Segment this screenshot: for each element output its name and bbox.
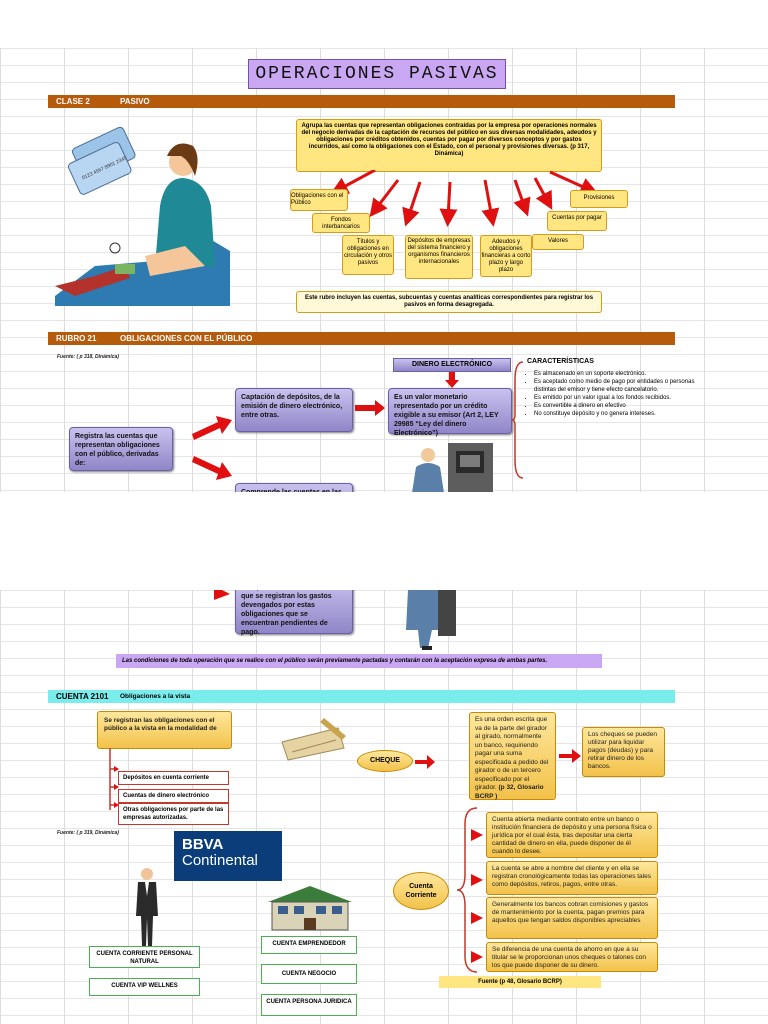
cheque-def-box: Es una orden escrita que va de la parte … xyxy=(469,712,556,800)
captacion-arrow xyxy=(355,400,385,416)
dinero-arrow xyxy=(445,372,459,388)
cuenta-corriente-brace xyxy=(456,807,483,973)
atm-illustration-2 xyxy=(406,590,456,650)
caracteristica-item: Es convertible a dinero en efectivo xyxy=(534,402,696,410)
vista-connector xyxy=(109,748,119,810)
cc-item: Se diferencia de una cuenta de ahorro en… xyxy=(486,942,658,972)
vista-item: Otras obligaciones por parte de las empr… xyxy=(118,803,229,825)
cheque-arrow xyxy=(415,755,435,769)
source-319: Fuente: ( p 319, Dinámica) xyxy=(57,830,119,836)
cashier-illustration: 0123 4567 8901 2345 xyxy=(55,126,230,306)
comprende-box-top: Comprende las cuentas en las que se regi… xyxy=(235,483,353,492)
page-2: Comprende las cuentas en las que se regi… xyxy=(0,590,768,1024)
page-title: OPERACIONES PASIVAS xyxy=(248,59,506,89)
category-fondos: Fondos interbancarios xyxy=(312,213,370,233)
account-negocio: CUENTA NEGOCIO xyxy=(261,964,357,984)
bank-logo-continental: Continental xyxy=(182,852,258,869)
vista-box: Se registran las obligaciones con el púb… xyxy=(97,711,232,749)
building-illustration xyxy=(268,886,352,931)
category-provisiones: Provisiones xyxy=(570,190,628,208)
rubro-name: OBLIGACIONES CON EL PÚBLICO xyxy=(120,334,253,343)
category-arrows xyxy=(330,170,599,227)
comprende-box: Comprende las cuentas en las que se regi… xyxy=(235,590,353,636)
cheque-def: Es una orden escrita que va de la parte … xyxy=(475,716,549,791)
category-obligaciones: Obligaciones con el Público xyxy=(290,189,348,211)
cuenta-corriente-label: Cuenta Corriente xyxy=(393,872,449,910)
atm-illustration xyxy=(412,443,493,492)
cheque-source: (p 32, Glosario BCRP ) xyxy=(475,784,544,800)
dinero-title: DINERO ELECTRÓNICO xyxy=(393,358,511,372)
page-1: OPERACIONES PASIVAS CLASE 2 PASIVO 0123 … xyxy=(0,48,768,492)
cc-source: Fuente (p 48, Glosario BCRP) xyxy=(439,976,601,988)
cuenta-code: CUENTA 2101 xyxy=(56,692,109,701)
category-adeudos: Adeudos y obligaciones financieras a cor… xyxy=(480,235,532,277)
brace-characteristics xyxy=(512,361,524,479)
clase-code: CLASE 2 xyxy=(56,97,90,106)
rubro-note: Este rubro incluyen las cuentas, subcuen… xyxy=(296,291,602,313)
rubro-bar: RUBRO 21 OBLIGACIONES CON EL PÚBLICO xyxy=(48,332,675,345)
cheque-illustration xyxy=(281,718,346,761)
cheque-use: Los cheques se pueden utilizar para liqu… xyxy=(582,727,665,777)
cuenta-bar: CUENTA 2101 Obligaciones a la vista xyxy=(48,690,675,703)
bank-logo-bbva: BBVA xyxy=(182,836,224,853)
category-valores: Valores xyxy=(532,234,584,250)
caracteristica-item: Es emitido por un valor igual a los fond… xyxy=(534,394,696,402)
caracteristica-item: No constituye depósito y no genera inter… xyxy=(534,410,696,418)
cc-item: Cuenta abierta mediante contrato entre u… xyxy=(486,812,658,858)
caracteristica-item: Es almacenado en un soporte electrónico. xyxy=(534,370,696,378)
category-titulos: Títulos y obligaciones en circulación y … xyxy=(342,235,394,275)
category-depositos: Depósitos de empresas del sistema financ… xyxy=(405,235,473,279)
source-318: Fuente: ( p 318, Dinámica) xyxy=(57,354,119,360)
cc-item: La cuenta se abre a nombre del cliente y… xyxy=(486,861,658,895)
captacion-box: Captación de depósitos, de la emisión de… xyxy=(235,388,353,432)
cuenta-name: Obligaciones a la vista xyxy=(120,693,191,700)
registra-arrows xyxy=(192,416,232,480)
vista-item: Cuentas de dinero electrónico xyxy=(118,789,229,803)
caracteristica-item: Es aceptado como medio de pago por entid… xyxy=(534,378,696,394)
cc-item: Generalmente los bancos cobran comisione… xyxy=(486,897,658,939)
cheque-label: CHEQUE xyxy=(357,750,413,772)
condiciones-banner: Las condiciones de toda operación que se… xyxy=(116,654,602,668)
account-emprendedor: CUENTA EMPRENDEDOR xyxy=(261,936,357,954)
comprende-arrow xyxy=(214,590,230,600)
account-personal-natural: CUENTA CORRIENTE PERSONAL NATURAL xyxy=(89,946,200,968)
registra-box: Registra las cuentas que representan obl… xyxy=(69,427,173,471)
account-persona-juridica: CUENTA PERSONA JURIDICA xyxy=(261,994,357,1016)
caracteristicas-title: CARACTERÍSTICAS xyxy=(527,358,594,365)
account-vip-wellnes: CUENTA VIP WELLNES xyxy=(89,978,200,996)
dinero-def: Es un valor monetario representado por u… xyxy=(388,388,512,437)
rubro-code: RUBRO 21 xyxy=(56,334,97,343)
category-cuentas-por-pagar: Cuentas por pagar xyxy=(547,211,607,231)
vista-item: Depósitos en cuenta corriente xyxy=(118,771,229,785)
clase-bar: CLASE 2 PASIVO xyxy=(48,95,675,108)
intro-box: Agrupa las cuentas que representan oblig… xyxy=(296,119,602,172)
bank-logo: BBVA Continental xyxy=(174,831,282,881)
cheque-use-arrow xyxy=(559,749,581,763)
clase-name: PASIVO xyxy=(120,97,150,106)
caracteristicas-list: Es almacenado en un soporte electrónico.… xyxy=(524,370,696,418)
businessman-illustration xyxy=(136,868,158,946)
